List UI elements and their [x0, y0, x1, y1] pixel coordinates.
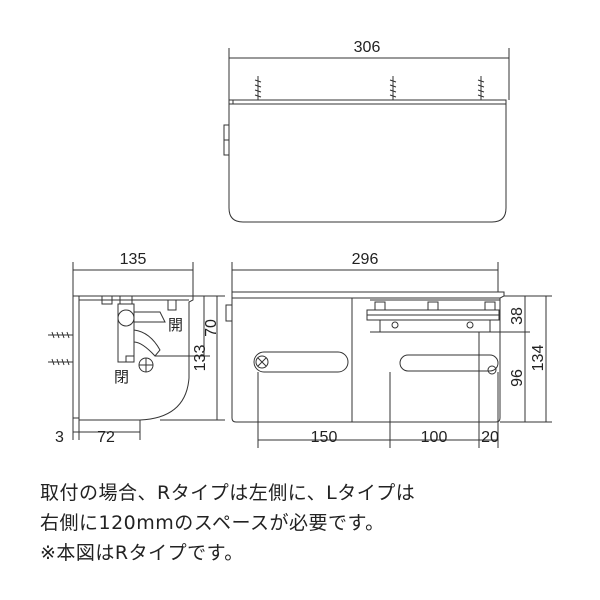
label-open: 開	[168, 316, 183, 334]
dim-front-seg1: 150	[311, 429, 338, 446]
front-view	[225, 262, 552, 448]
label-close: 閉	[114, 368, 129, 386]
mounting-screw	[389, 76, 397, 100]
dim-side-bottom-left: 3	[55, 429, 64, 446]
installation-notes: 取付の場合、Rタイプは左側に、Lタイプは 右側に120mmのスペースが必要です。…	[40, 478, 580, 568]
note-line: 取付の場合、Rタイプは左側に、Lタイプは	[40, 482, 416, 504]
dim-front-seg2: 100	[421, 429, 448, 446]
mounting-screw	[48, 358, 73, 366]
mounting-screw	[477, 76, 485, 100]
side-view	[48, 262, 225, 440]
mounting-screw	[48, 331, 73, 339]
dim-side-height: 133	[192, 345, 209, 372]
dim-side-bottom-depth: 72	[97, 429, 115, 446]
note-line: 右側に120mmのスペースが必要です。	[40, 512, 385, 534]
dim-front-seg3: 20	[481, 429, 499, 446]
dim-right-h3: 134	[530, 345, 547, 372]
dim-side-open-offset: 70	[203, 319, 220, 337]
dim-right-h1: 38	[509, 307, 526, 325]
note-line: ※本図はRタイプです。	[40, 542, 244, 564]
top-view	[223, 48, 510, 223]
dim-front-width: 296	[352, 251, 379, 268]
dim-side-width: 135	[120, 251, 147, 268]
mounting-screw	[254, 76, 262, 100]
dim-right-h2: 96	[509, 369, 526, 387]
product-dimension-drawing: 306 135 296 133 70 3 72 150 100 20 38 96…	[48, 39, 552, 448]
dim-top-width: 306	[354, 39, 381, 56]
